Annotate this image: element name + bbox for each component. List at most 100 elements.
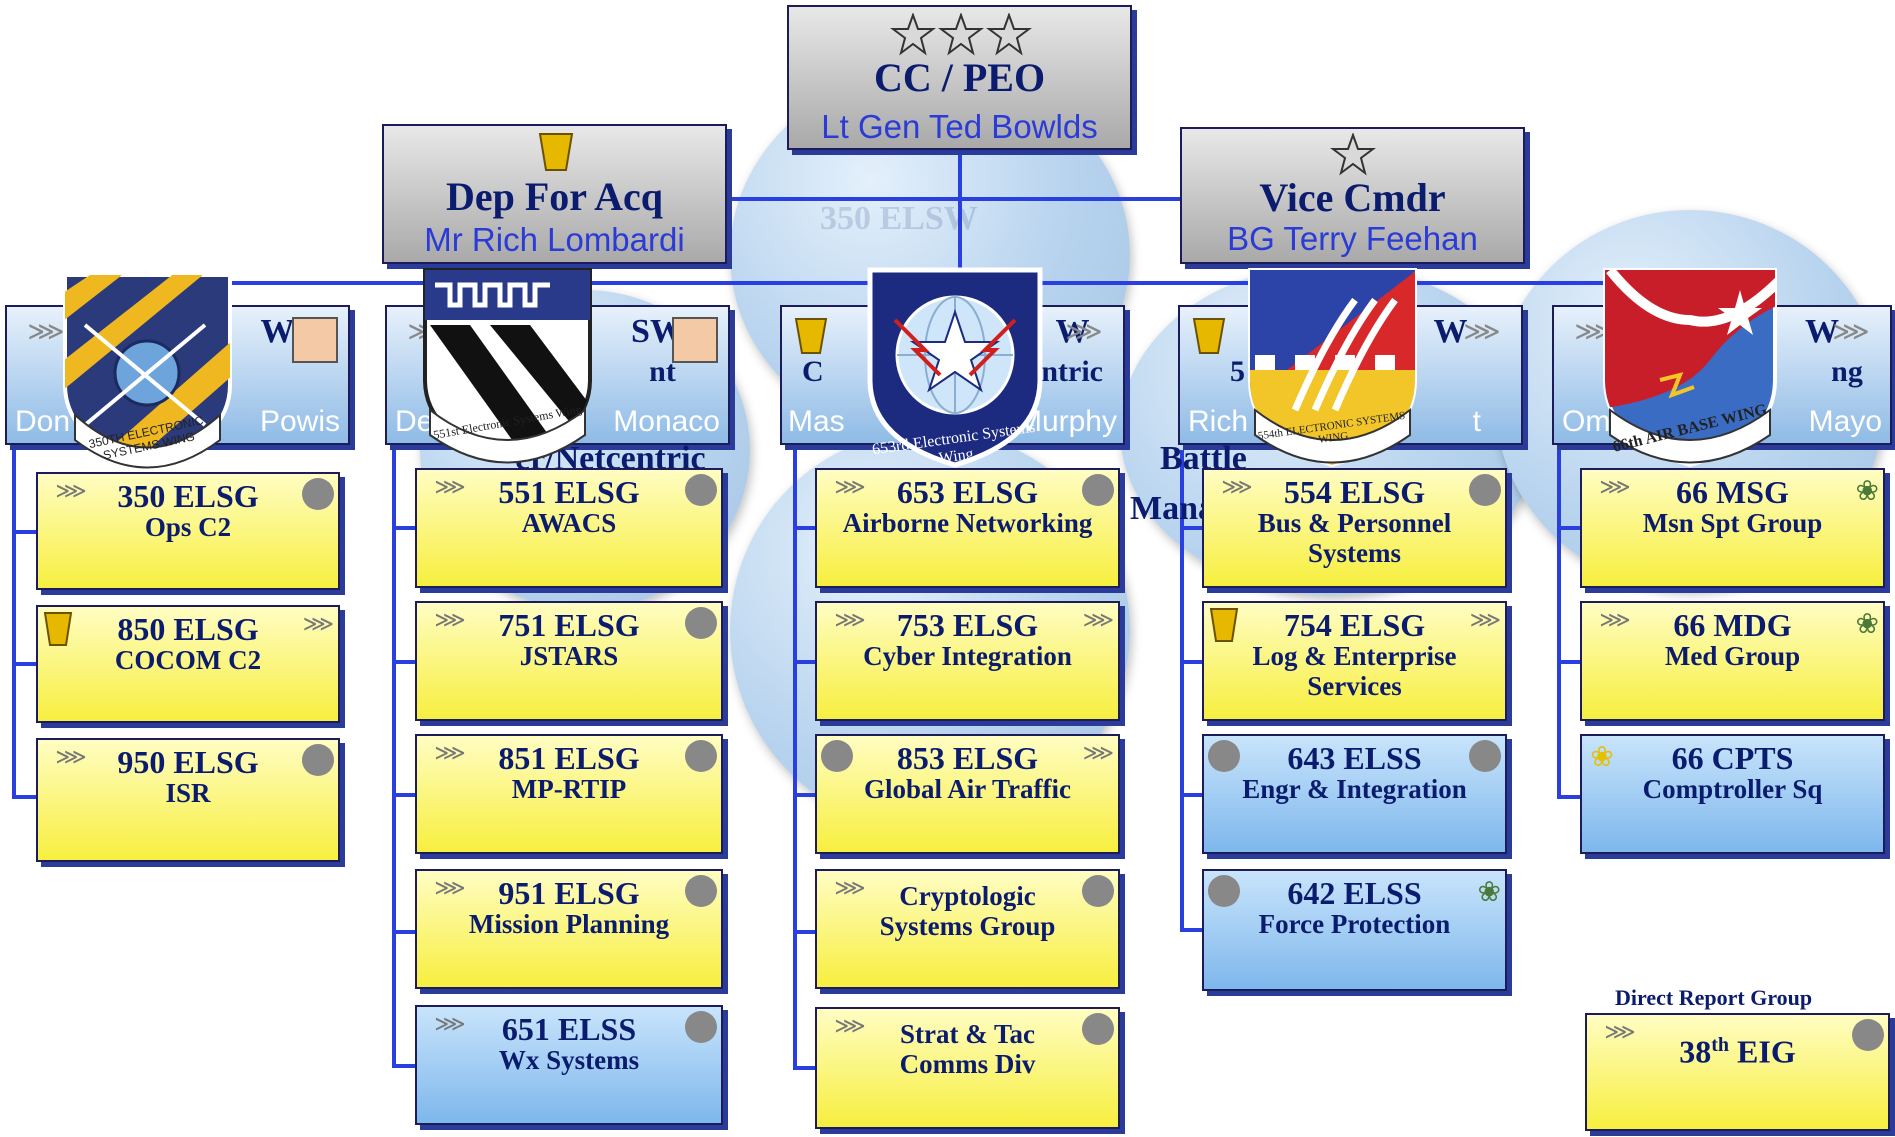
group-desc: Ops C2 bbox=[144, 512, 232, 542]
colonel-eagle-icon: ⋙ bbox=[302, 611, 334, 636]
badge-icon bbox=[1082, 474, 1114, 506]
col3-tick1 bbox=[793, 526, 817, 530]
vice-name: BG Terry Feehan bbox=[1227, 220, 1478, 257]
colonel-eagle-icon: ⋙ bbox=[1469, 607, 1501, 632]
vice-title: Vice Cmdr bbox=[1259, 175, 1446, 220]
group-851-elsg[interactable]: ⋙ 851 ELSG MP-RTIP bbox=[415, 734, 723, 854]
wing-653-sub-right: ntric bbox=[1041, 355, 1103, 388]
group-753-elsg[interactable]: ⋙ ⋙ 753 ELSG Cyber Integration bbox=[815, 601, 1120, 721]
commander-box[interactable]: CC / PEO Lt Gen Ted Bowlds bbox=[787, 5, 1132, 150]
group-code: 950 ELSG bbox=[117, 744, 259, 780]
wing-350-bubble-label: 350 ELSW bbox=[820, 200, 978, 237]
wing-66-crest-icon: 66th AIR BASE WING bbox=[1590, 260, 1790, 470]
wing-653-commander-left: Mas bbox=[788, 405, 845, 438]
group-code: 66 CPTS bbox=[1671, 740, 1794, 776]
colonel-eagle-icon: ⋙ bbox=[55, 744, 87, 769]
col4-vertical bbox=[1180, 450, 1184, 930]
group-554-elsg[interactable]: ⋙ 554 ELSG Bus & Personnel Systems bbox=[1202, 468, 1507, 588]
direct-report-label: Direct Report Group bbox=[1615, 985, 1813, 1010]
group-code-rest: EIG bbox=[1729, 1033, 1796, 1070]
group-desc: Comptroller Sq bbox=[1642, 774, 1823, 804]
col4-tick4 bbox=[1180, 928, 1204, 932]
wing-554-sub: 5 bbox=[1230, 355, 1245, 388]
badge-icon bbox=[1469, 474, 1501, 506]
group-350-elsg[interactable]: ⋙ 350 ELSG Ops C2 bbox=[36, 472, 340, 590]
colonel-eagle-icon: ⋙ bbox=[834, 875, 866, 900]
group-code: Cryptologic bbox=[899, 881, 1036, 911]
col2-tick4 bbox=[392, 930, 416, 934]
group-desc: Log & Enterprise Services bbox=[1252, 641, 1457, 701]
lt-colonel-leaf-icon: ❀ bbox=[1477, 877, 1501, 908]
wing-554-commander-right: t bbox=[1472, 405, 1481, 438]
group-desc: Engr & Integration bbox=[1242, 774, 1467, 804]
group-751-elsg[interactable]: ⋙ 751 ELSG JSTARS bbox=[415, 601, 723, 721]
group-853-elsg[interactable]: ⋙ 853 ELSG Global Air Traffic bbox=[815, 734, 1120, 854]
badge-icon bbox=[1082, 875, 1114, 907]
colonel-eagle-icon: ⋙ bbox=[434, 607, 466, 632]
group-desc: MP-RTIP bbox=[511, 774, 627, 804]
vice-box[interactable]: Vice Cmdr BG Terry Feehan bbox=[1180, 127, 1525, 264]
group-950-elsg[interactable]: ⋙ 950 ELSG ISR bbox=[36, 738, 340, 862]
col1-tick3 bbox=[12, 795, 36, 799]
portrait-icon bbox=[292, 317, 338, 363]
badge-icon bbox=[685, 740, 717, 772]
three-star-icon bbox=[889, 12, 1034, 57]
group-code: 651 ELSS bbox=[501, 1011, 637, 1047]
group-951-elsg[interactable]: ⋙ 951 ELSG Mission Planning bbox=[415, 869, 723, 989]
group-desc: Bus & Personnel Systems bbox=[1257, 508, 1452, 568]
wing-350-code: W bbox=[260, 313, 295, 350]
col3-tick5 bbox=[793, 1066, 817, 1070]
col2-vertical bbox=[392, 450, 396, 1068]
col4-tick1 bbox=[1180, 526, 1204, 530]
col2-tick2 bbox=[392, 660, 416, 664]
wing-350-commander-left: Don bbox=[15, 405, 71, 438]
ses-pin-icon bbox=[42, 611, 74, 649]
col3-tick2 bbox=[793, 660, 817, 664]
group-643-elss[interactable]: 643 ELSS Engr & Integration bbox=[1202, 734, 1507, 854]
col3-vertical bbox=[793, 450, 797, 1070]
group-754-elsg[interactable]: ⋙ 754 ELSG Log & Enterprise Services bbox=[1202, 601, 1507, 721]
group-desc: Mission Planning bbox=[468, 909, 670, 939]
colonel-eagle-icon: ⋙ bbox=[55, 478, 87, 503]
portrait-icon bbox=[672, 317, 718, 363]
group-code: Strat & Tac bbox=[900, 1019, 1035, 1049]
colonel-eagle-icon: ⋙ bbox=[1082, 740, 1114, 765]
wing-66-commander-left: Om bbox=[1562, 405, 1611, 438]
group-551-elsg[interactable]: ⋙ 551 ELSG AWACS bbox=[415, 468, 723, 588]
group-66-cpts[interactable]: ❀ 66 CPTS Comptroller Sq bbox=[1580, 734, 1885, 854]
group-66-mdg[interactable]: ⋙ ❀ 66 MDG Med Group bbox=[1580, 601, 1885, 721]
connector-top-vertical bbox=[958, 150, 962, 285]
group-642-elss[interactable]: ❀ 642 ELSS Force Protection bbox=[1202, 869, 1507, 991]
colonel-eagle-icon: ⋙ bbox=[1599, 474, 1631, 499]
badge-icon bbox=[821, 740, 853, 772]
group-66-msg[interactable]: ⋙ ❀ 66 MSG Msn Spt Group bbox=[1580, 468, 1885, 588]
group-38-eig[interactable]: ⋙ 38th EIG bbox=[1585, 1013, 1890, 1131]
wing-66-commander-right: Mayo bbox=[1808, 405, 1882, 438]
wing-350-crest-icon: 350TH ELECTRONIC SYSTEMS WING bbox=[45, 265, 250, 470]
col2-tick3 bbox=[392, 793, 416, 797]
group-strat-tac[interactable]: ⋙ Strat & Tac Comms Div bbox=[815, 1007, 1120, 1129]
badge-icon bbox=[1852, 1019, 1884, 1051]
group-desc: ISR bbox=[165, 778, 211, 808]
lt-colonel-leaf-icon: ⋙ bbox=[434, 1011, 466, 1036]
col5-vertical bbox=[1557, 450, 1561, 798]
colonel-eagle-icon: ⋙ bbox=[1599, 607, 1631, 632]
group-code: 66 MSG bbox=[1676, 474, 1789, 510]
wing-551-sub: nt bbox=[649, 355, 676, 388]
col4-tick2 bbox=[1180, 660, 1204, 664]
wing-551-commander-right: Monaco bbox=[613, 405, 720, 438]
col1-tick1 bbox=[12, 530, 36, 534]
group-850-elsg[interactable]: ⋙ 850 ELSG COCOM C2 bbox=[36, 605, 340, 723]
deputy-box[interactable]: Dep For Acq Mr Rich Lombardi bbox=[382, 124, 727, 264]
group-code: 642 ELSS bbox=[1287, 875, 1422, 911]
badge-icon bbox=[1208, 740, 1240, 772]
group-651-elss[interactable]: ⋙ 651 ELSS Wx Systems bbox=[415, 1005, 723, 1125]
colonel-eagle-icon: ⋙ bbox=[834, 474, 866, 499]
group-653-elsg[interactable]: ⋙ 653 ELSG Airborne Networking bbox=[815, 468, 1120, 588]
deputy-name: Mr Rich Lombardi bbox=[424, 221, 685, 258]
badge-icon bbox=[1469, 740, 1501, 772]
col2-tick5 bbox=[392, 1064, 416, 1068]
group-cryptologic[interactable]: ⋙ Cryptologic Systems Group bbox=[815, 869, 1120, 989]
group-desc: Comms Div bbox=[899, 1049, 1036, 1079]
group-code: 38th EIG bbox=[1587, 1029, 1888, 1068]
